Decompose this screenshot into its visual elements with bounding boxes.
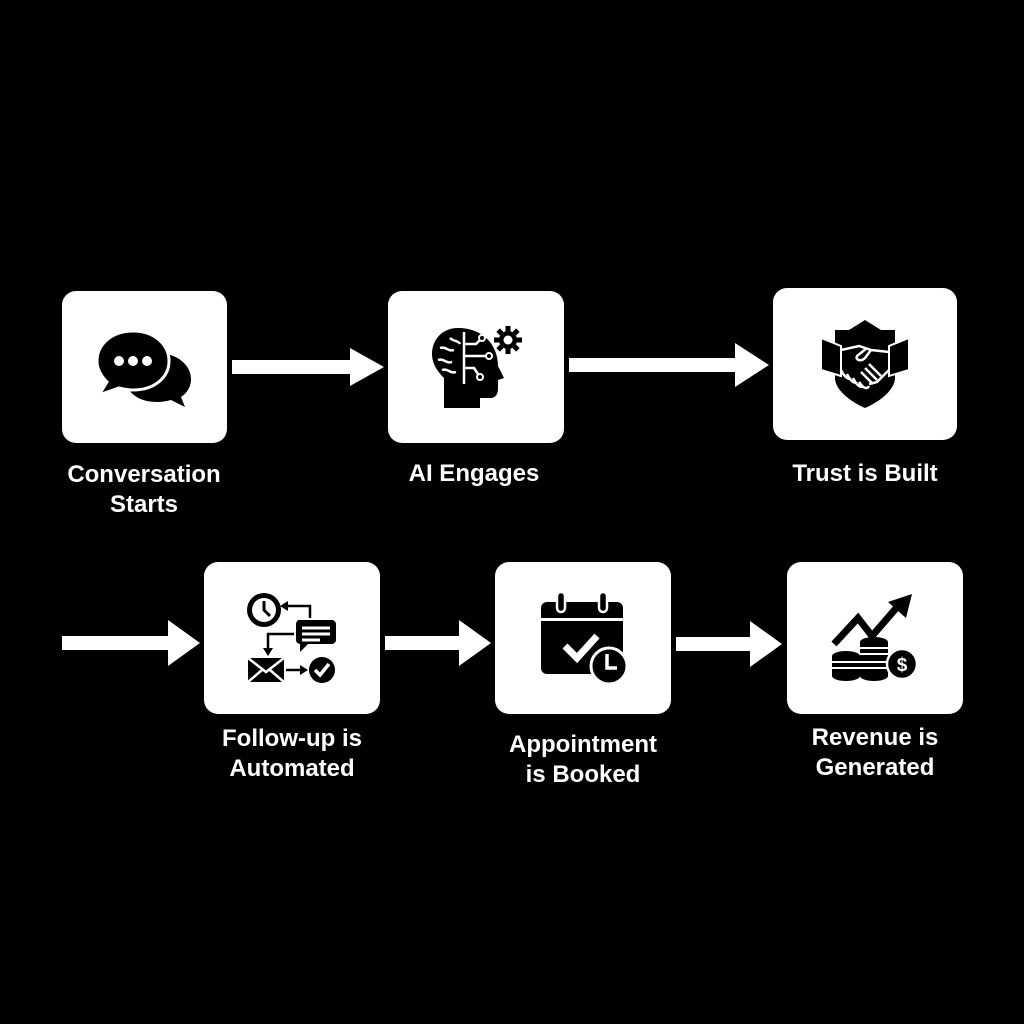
arrow-right-5	[676, 621, 782, 667]
step-box-follow-up-automated	[204, 562, 380, 714]
label-line-1: Conversation	[67, 461, 221, 488]
label-line-2: Generated	[815, 754, 935, 781]
step-box-revenue-generated: $	[787, 562, 963, 714]
automation-workflow-icon	[247, 593, 336, 683]
label-line-2: Starts	[109, 491, 179, 518]
step-label-revenue-generated: Revenue is Generated	[755, 723, 995, 783]
label-line-1: Revenue is	[811, 724, 939, 751]
step-box-appointment-booked	[495, 562, 671, 714]
arrow-right-3	[62, 620, 200, 666]
label-line-2: Automated	[229, 755, 355, 782]
arrow-right-2	[569, 343, 769, 387]
label-line-2: is Booked	[525, 761, 641, 788]
chat-bubbles-icon	[94, 329, 191, 407]
svg-text:$: $	[897, 655, 908, 676]
step-label-ai-engages: AI Engages	[354, 459, 594, 489]
arrow-right-4	[385, 620, 491, 666]
arrow-right-1	[232, 348, 384, 386]
label-line-1: AI Engages	[408, 460, 540, 487]
step-box-conversation-starts	[62, 291, 227, 443]
step-label-follow-up-automated: Follow-up is Automated	[172, 724, 412, 784]
handshake-shield-icon	[820, 320, 910, 408]
revenue-growth-coins-icon: $	[831, 594, 919, 681]
label-line-1: Appointment	[509, 731, 657, 758]
label-line-1: Follow-up is	[222, 725, 362, 752]
step-box-trust-is-built	[773, 288, 957, 440]
ai-brain-head-gear-icon	[432, 326, 522, 408]
label-line-1: Trust is Built	[792, 460, 938, 487]
calendar-check-clock-icon	[541, 590, 629, 686]
step-label-appointment-booked: Appointment is Booked	[463, 730, 703, 790]
step-label-trust-is-built: Trust is Built	[745, 459, 985, 489]
step-label-conversation-starts: Conversation Starts	[24, 460, 264, 520]
step-box-ai-engages	[388, 291, 564, 443]
